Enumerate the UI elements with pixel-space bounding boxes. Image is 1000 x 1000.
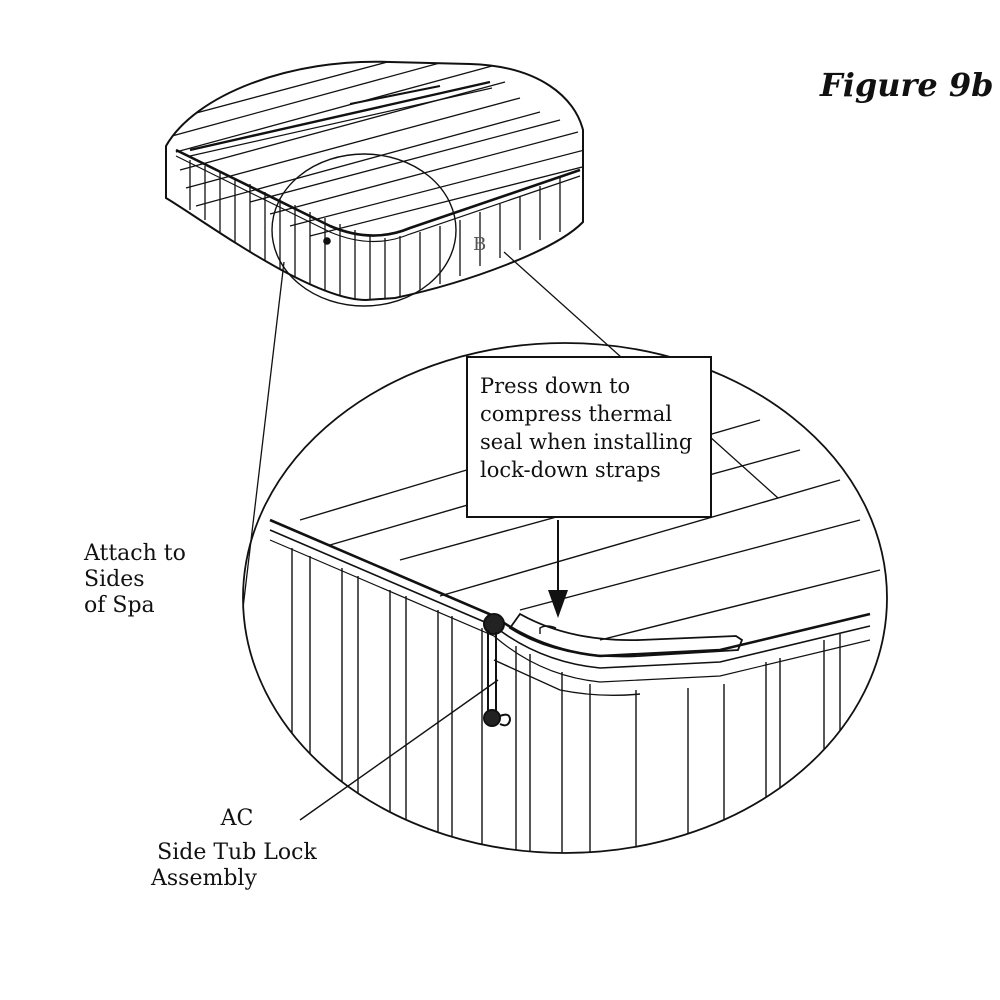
top-cover-view: [165, 60, 584, 307]
attach-label-line: Sides: [84, 567, 145, 592]
figure-title: Figure 9b: [820, 66, 994, 104]
callout-line: compress thermal: [480, 402, 673, 426]
detail-marker: B: [473, 234, 487, 255]
detail-skirt-panels: [291, 548, 841, 853]
callout-box: Press down to compress thermal seal when…: [466, 356, 712, 518]
attach-label: Attach to Sides of Spa: [84, 541, 186, 619]
part-label-line: Side Tub Lock: [157, 840, 317, 865]
press-arrow: [548, 520, 568, 618]
callout-line: lock-down straps: [480, 458, 661, 482]
cover-top-slats: [169, 61, 583, 237]
part-label-line: Assembly: [151, 866, 257, 891]
attach-label-line: Attach to: [84, 541, 186, 566]
detail-circle: [271, 153, 457, 307]
cover-skirt-slats: [189, 160, 561, 300]
side-tub-lock: [483, 613, 512, 727]
attach-label-line: of Spa: [84, 593, 155, 618]
callout-line: seal when installing: [480, 430, 693, 454]
callout-line: Press down to: [480, 374, 631, 398]
detail-view-outline: [242, 342, 888, 854]
part-label: AC Side Tub Lock Assembly: [151, 806, 323, 892]
part-leader-line: [299, 679, 499, 821]
part-label-line: AC: [220, 806, 254, 831]
